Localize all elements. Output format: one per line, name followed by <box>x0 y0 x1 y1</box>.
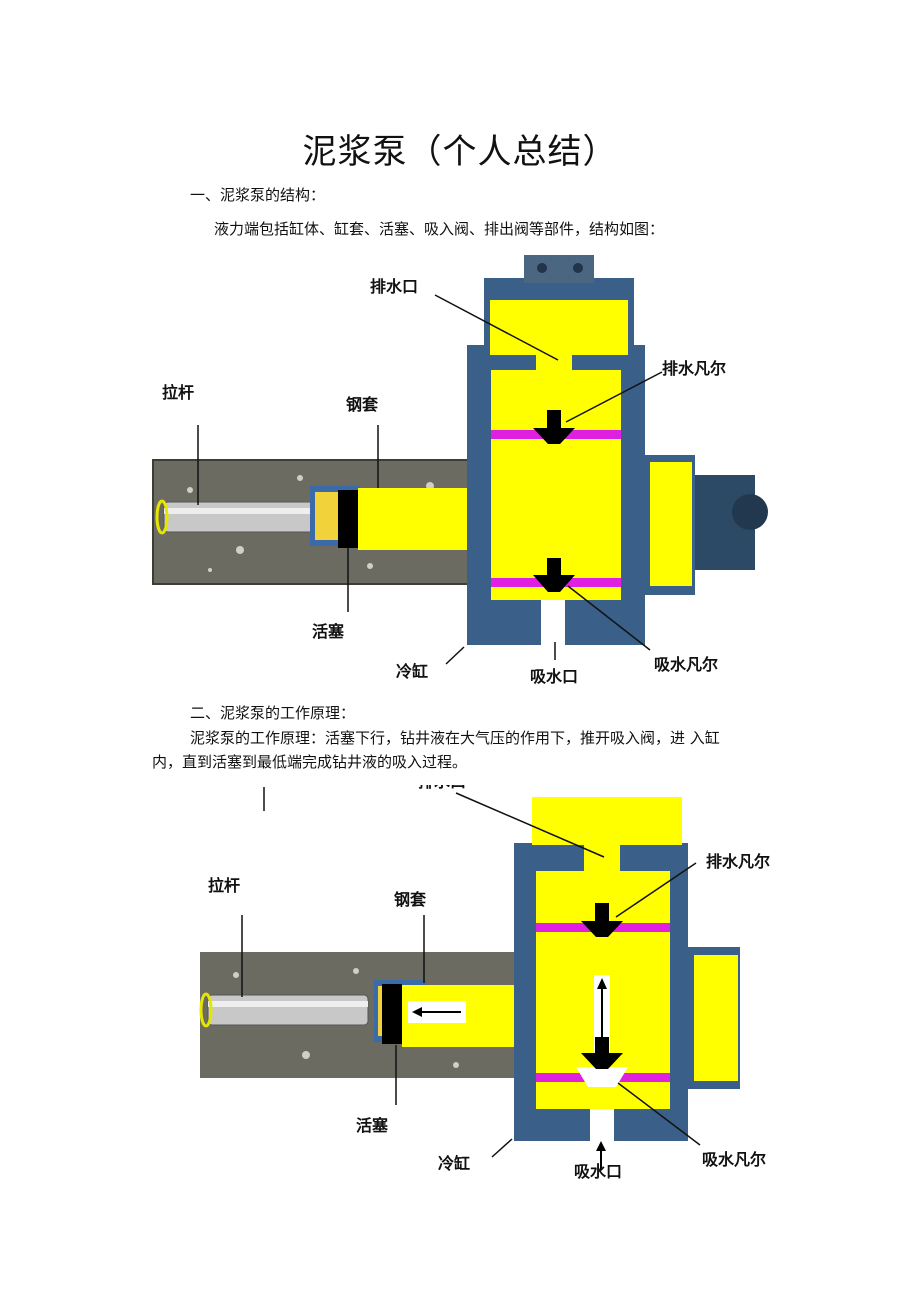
label-suction-port: 吸水口 <box>530 667 578 686</box>
label-discharge-port: 排水口 <box>370 277 418 296</box>
page-title: 泥浆泵（个人总结） <box>302 132 618 172</box>
label-cylinder: 冷缸 <box>438 1154 470 1173</box>
discharge-valve <box>581 921 623 937</box>
pump-structure-diagram: 排水口 排水凡尔 拉杆 钢套 活塞 冷缸 吸水口 吸水凡尔 <box>152 255 768 686</box>
label-suction-valve: 吸水凡尔 <box>702 1150 766 1169</box>
label-liner: 钢套 <box>346 395 379 414</box>
section2-text-line2: 内，直到活塞到最低端完成钻井液的吸入过程。 <box>152 753 468 771</box>
arrow-left-icon <box>412 1007 422 1017</box>
label-discharge-valve: 排水凡尔 <box>662 359 726 378</box>
piston <box>382 984 402 1044</box>
label-suction-port: 吸水口 <box>574 1162 622 1181</box>
section1-heading: 一、泥浆泵的结构： <box>190 186 326 204</box>
rod <box>163 501 325 533</box>
pump-working-principle-diagram: 排水口 排水凡尔 拉杆 钢套 活塞 冷缸 <box>199 775 770 1181</box>
arrow-up-icon <box>597 978 607 989</box>
label-discharge-valve: 排水凡尔 <box>706 852 770 871</box>
label-suction-valve: 吸水凡尔 <box>654 655 718 674</box>
rod <box>207 994 369 1026</box>
section2-heading: 二、泥浆泵的工作原理： <box>190 704 356 722</box>
label-cylinder: 冷缸 <box>396 662 428 681</box>
discharge-valve <box>533 428 575 444</box>
label-piston: 活塞 <box>356 1116 389 1135</box>
label-rod: 拉杆 <box>162 383 194 402</box>
suction-arrow-icon <box>596 1141 606 1151</box>
suction-valve <box>533 575 575 592</box>
section1-text: 液力端包括缸体、缸套、活塞、吸入阀、排出阀等部件，结构如图： <box>214 220 665 238</box>
piston <box>338 490 358 548</box>
label-piston: 活塞 <box>312 622 345 641</box>
suction-valve <box>581 1053 623 1069</box>
label-liner: 钢套 <box>394 890 427 909</box>
section2-text-line1: 泥浆泵的工作原理：活塞下行，钻井液在大气压的作用下，推开吸入阀，进 入缸 <box>190 729 720 747</box>
label-rod: 拉杆 <box>208 876 240 895</box>
